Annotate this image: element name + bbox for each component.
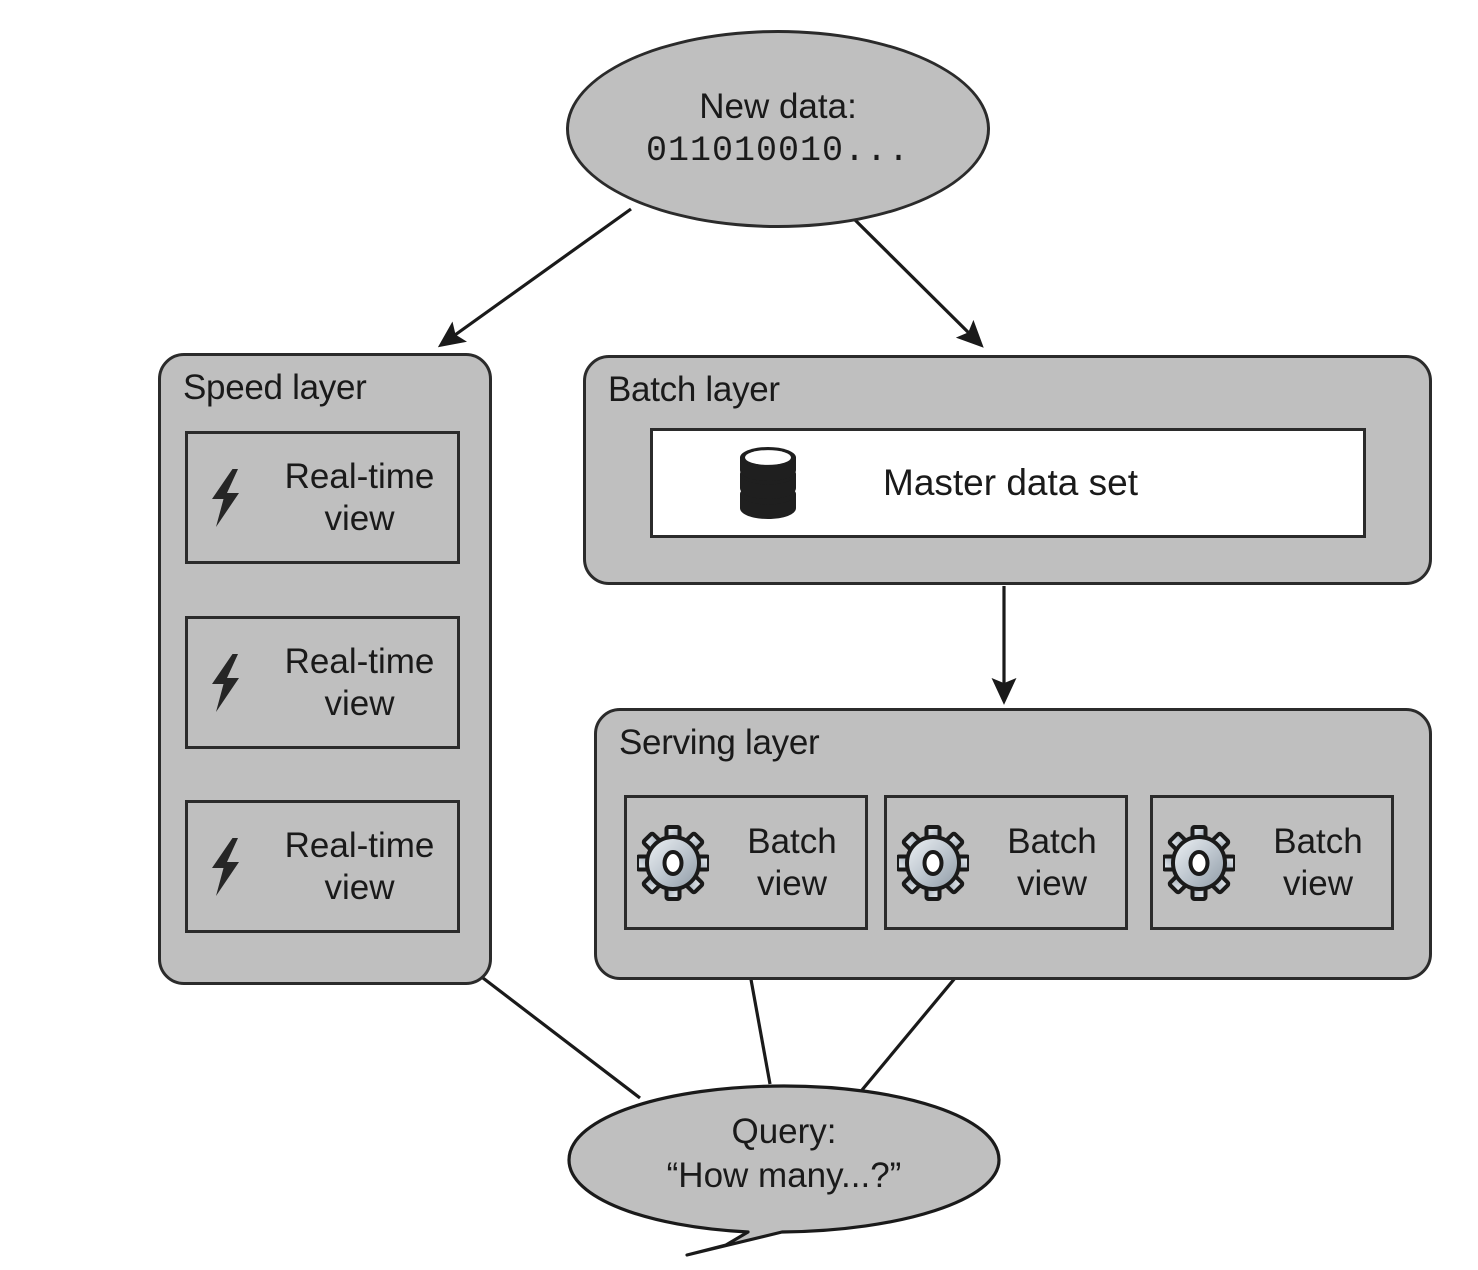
batch-view-line1: Batch	[747, 821, 837, 861]
real-time-view-line1: Real-time	[284, 825, 435, 865]
batch-view-label-2: Batch view	[979, 821, 1125, 905]
master-data-set-box[interactable]: Master data set	[650, 428, 1366, 538]
real-time-view-line2: view	[324, 498, 395, 538]
real-time-view-line2: view	[324, 683, 395, 723]
new-data-value: 011010010...	[645, 131, 911, 171]
batch-view-line1: Batch	[1007, 821, 1097, 861]
batch-view-line1: Batch	[1273, 821, 1363, 861]
real-time-view-line2: view	[324, 867, 395, 907]
real-time-view-line1: Real-time	[284, 641, 435, 681]
gear-icon	[1153, 824, 1245, 901]
serving-layer-title: Serving layer	[619, 723, 820, 762]
real-time-view-line1: Real-time	[284, 456, 435, 496]
query-node[interactable]: Query: “How many...?”	[569, 1098, 999, 1210]
master-data-set-label: Master data set	[883, 462, 1139, 503]
speed-layer-title: Speed layer	[183, 368, 367, 407]
query-text: “How many...?”	[666, 1156, 902, 1195]
gear-icon	[887, 824, 979, 901]
batch-view-label-3: Batch view	[1245, 821, 1391, 905]
batch-view-label-1: Batch view	[719, 821, 865, 905]
batch-view-box-2[interactable]: Batch view	[884, 795, 1128, 930]
real-time-view-box-1[interactable]: Real-time view	[185, 431, 460, 564]
batch-view-line2: view	[756, 863, 828, 903]
real-time-view-label-2: Real-time view	[262, 641, 457, 725]
lightning-bolt-icon	[188, 468, 262, 527]
batch-view-box-3[interactable]: Batch view	[1150, 795, 1394, 930]
query-label: Query:	[731, 1112, 837, 1151]
new-data-label: New data:	[699, 87, 857, 126]
real-time-view-box-3[interactable]: Real-time view	[185, 800, 460, 933]
new-data-node[interactable]: New data: 011010010...	[566, 30, 990, 228]
gear-icon	[627, 824, 719, 901]
real-time-view-box-2[interactable]: Real-time view	[185, 616, 460, 749]
batch-layer-title: Batch layer	[608, 370, 780, 409]
batch-view-box-1[interactable]: Batch view	[624, 795, 868, 930]
batch-view-line2: view	[1282, 863, 1354, 903]
lightning-bolt-icon	[188, 837, 262, 896]
database-icon	[653, 446, 883, 520]
lightning-bolt-icon	[188, 653, 262, 712]
real-time-view-label-3: Real-time view	[262, 825, 457, 909]
batch-view-line2: view	[1016, 863, 1088, 903]
real-time-view-label-1: Real-time view	[262, 456, 457, 540]
